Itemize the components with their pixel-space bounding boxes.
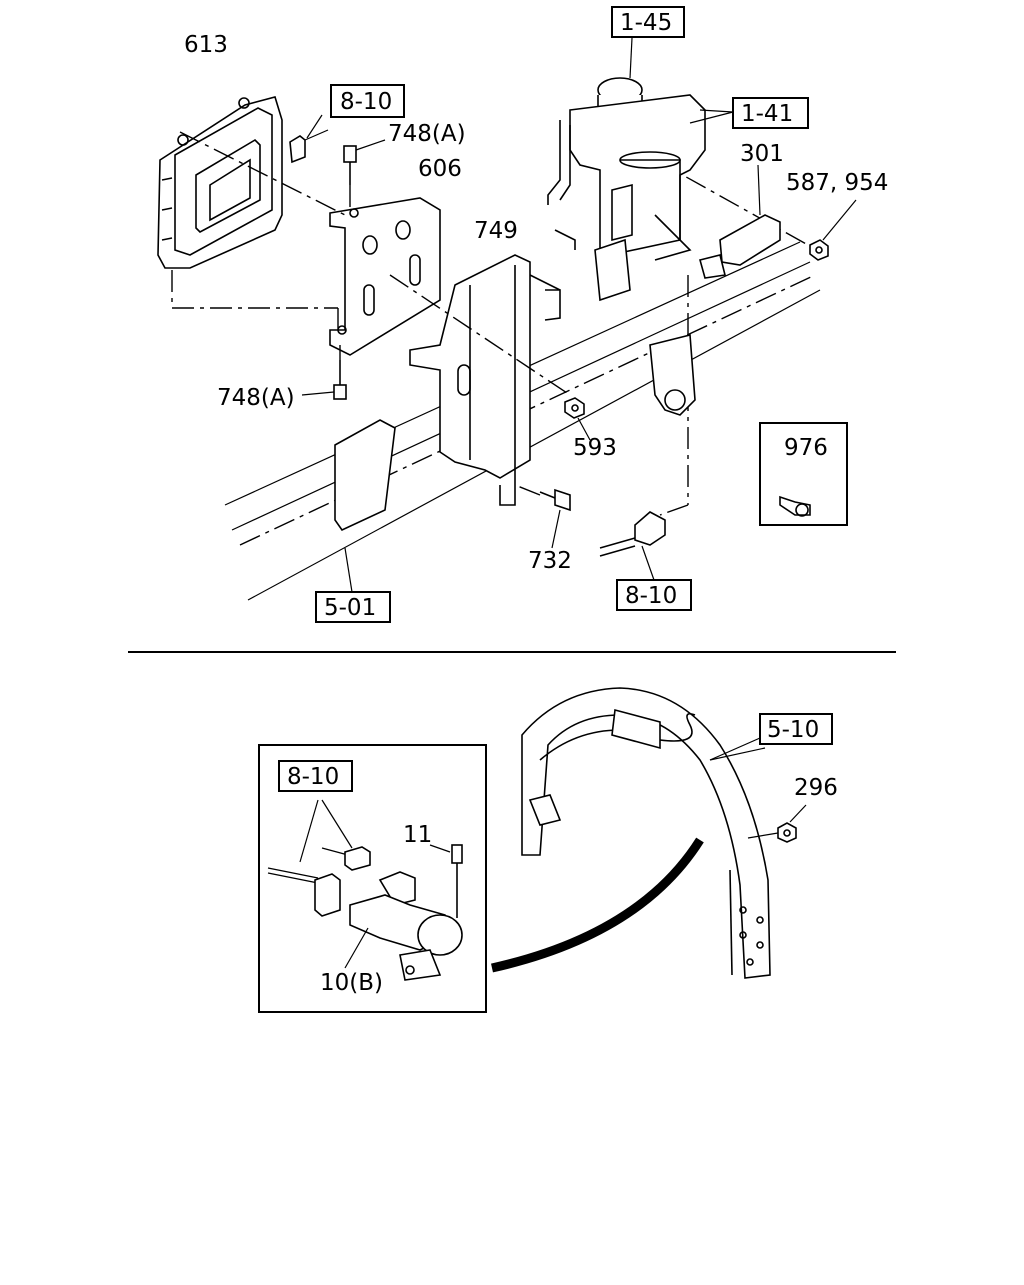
bolt-732	[539, 488, 571, 549]
label-613: 613	[184, 32, 228, 58]
ref-box-8-10-mid[interactable]	[616, 579, 692, 611]
connector-8-10-top	[289, 114, 329, 164]
ref-box-8-10-inset[interactable]	[278, 760, 353, 792]
connector-301	[699, 164, 781, 279]
nut-296	[747, 804, 807, 843]
ref-1-45[interactable]: 1-45	[620, 10, 672, 36]
label-593: 593	[573, 435, 617, 461]
label-606: 606	[418, 156, 462, 182]
ref-1-41[interactable]: 1-41	[741, 101, 793, 127]
fuel-filter-assembly	[547, 37, 734, 302]
screw-748a-top	[343, 139, 386, 185]
label-301: 301	[740, 141, 784, 167]
label-749: 749	[474, 218, 518, 244]
bracket-606	[329, 197, 441, 356]
label-748a-bottom: 748(A)	[217, 385, 295, 411]
control-module-613	[157, 96, 283, 269]
ref-box-8-10-top[interactable]	[330, 84, 405, 118]
callout-curve	[491, 837, 704, 973]
inset-box	[258, 744, 487, 1013]
nut-593	[564, 397, 591, 441]
label-296: 296	[794, 775, 838, 801]
bracket-749	[409, 254, 561, 506]
label-10b: 10(B)	[320, 970, 383, 996]
label-748a-top: 748(A)	[388, 121, 466, 147]
labels: 613 8-10 748(A) 606 1-45 1-41 301 587, 9…	[184, 6, 888, 996]
ref-5-10[interactable]: 5-10	[767, 717, 819, 743]
ref-8-10-inset[interactable]: 8-10	[287, 764, 339, 790]
ref-box-1-45[interactable]	[611, 6, 685, 38]
ref-8-10-mid[interactable]: 8-10	[625, 583, 677, 609]
ref-8-10-top[interactable]: 8-10	[340, 89, 392, 115]
screw-748a-bottom	[301, 360, 347, 400]
ref-box-1-41[interactable]	[732, 97, 809, 129]
frame-crossmember	[649, 333, 696, 416]
nut-587-954	[809, 199, 857, 261]
ref-box-5-01[interactable]	[315, 591, 391, 623]
label-11: 11	[403, 822, 432, 848]
label-732: 732	[528, 548, 572, 574]
frame-gusset	[334, 419, 396, 532]
label-587-954: 587, 954	[786, 170, 888, 196]
ref-box-5-10[interactable]	[759, 713, 833, 745]
ref-5-01[interactable]: 5-01	[324, 595, 376, 621]
part-976-box	[759, 422, 848, 526]
label-976: 976	[784, 435, 828, 461]
frame-arch-5-10	[521, 687, 771, 979]
dashdot-leaders	[171, 131, 809, 516]
harness-connector-8-10	[599, 511, 666, 581]
